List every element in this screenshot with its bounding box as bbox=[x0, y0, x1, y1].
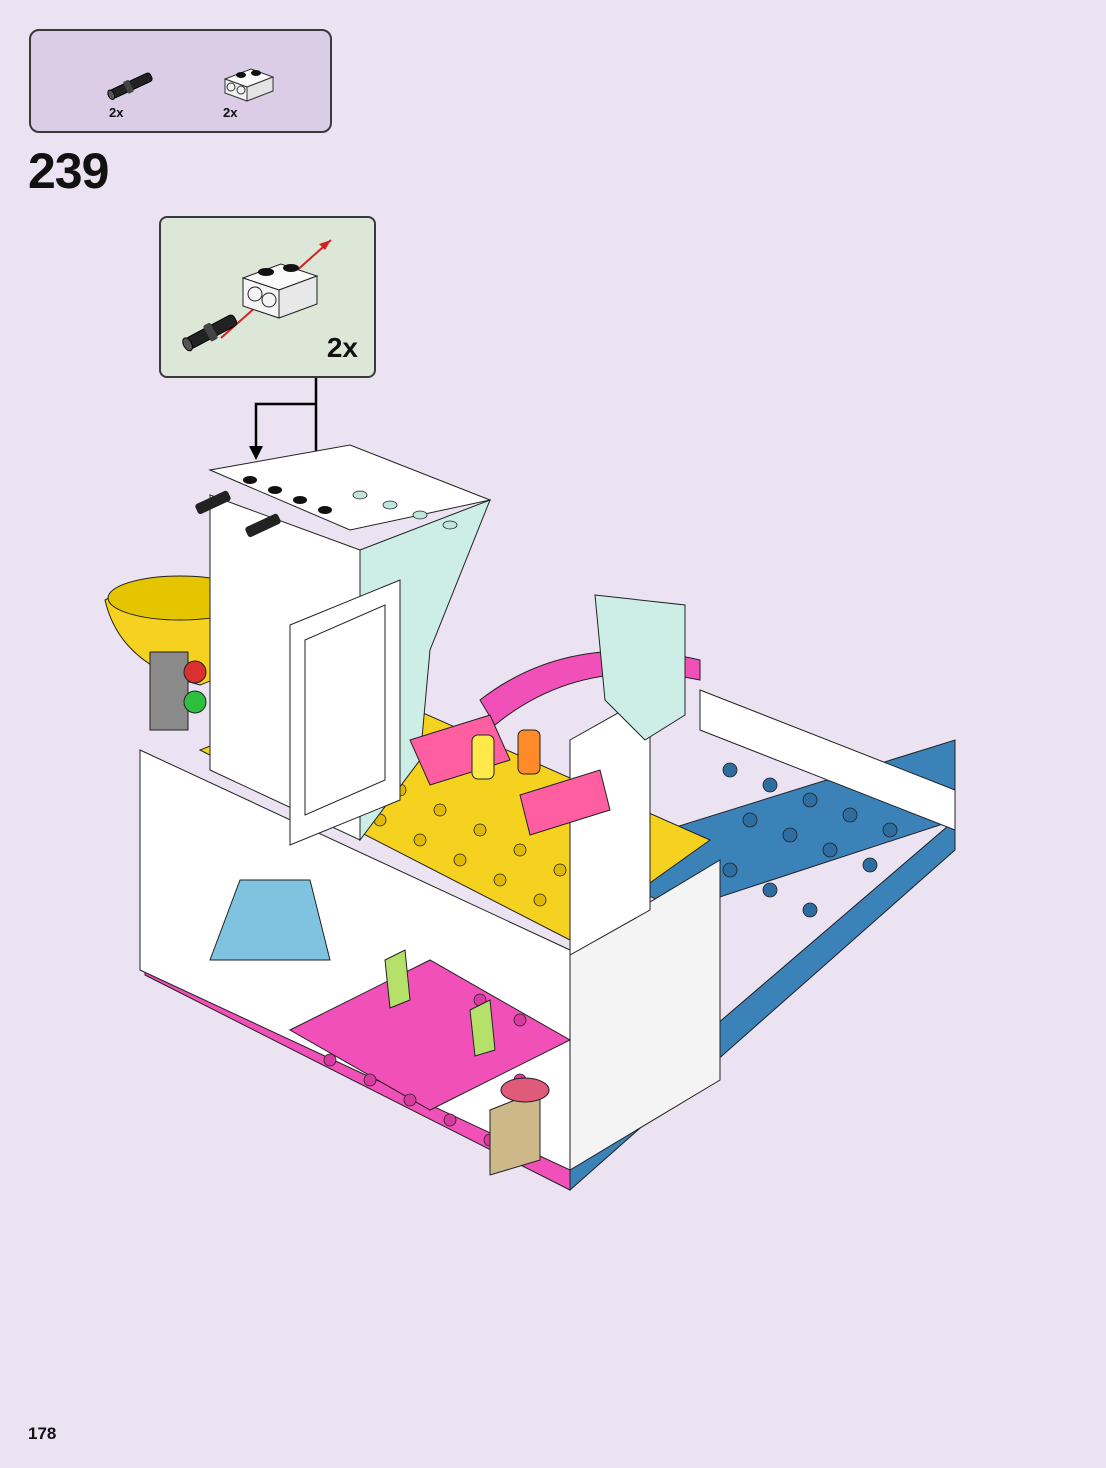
page-number: 178 bbox=[28, 1424, 57, 1443]
parts-list-box: 2x 2x bbox=[29, 29, 332, 133]
subassembly-callout: 2x bbox=[159, 216, 376, 378]
model-illustration bbox=[104, 444, 956, 1192]
step-number: 239 bbox=[28, 143, 109, 199]
part-qty: 2x bbox=[109, 105, 124, 120]
subassembly-qty: 2x bbox=[326, 332, 358, 363]
technic-brick-1x2-icon bbox=[223, 68, 275, 102]
part-qty: 2x bbox=[223, 105, 238, 120]
technic-pin-icon bbox=[107, 72, 153, 100]
technic-pin-brick-assembly-icon bbox=[182, 239, 332, 352]
